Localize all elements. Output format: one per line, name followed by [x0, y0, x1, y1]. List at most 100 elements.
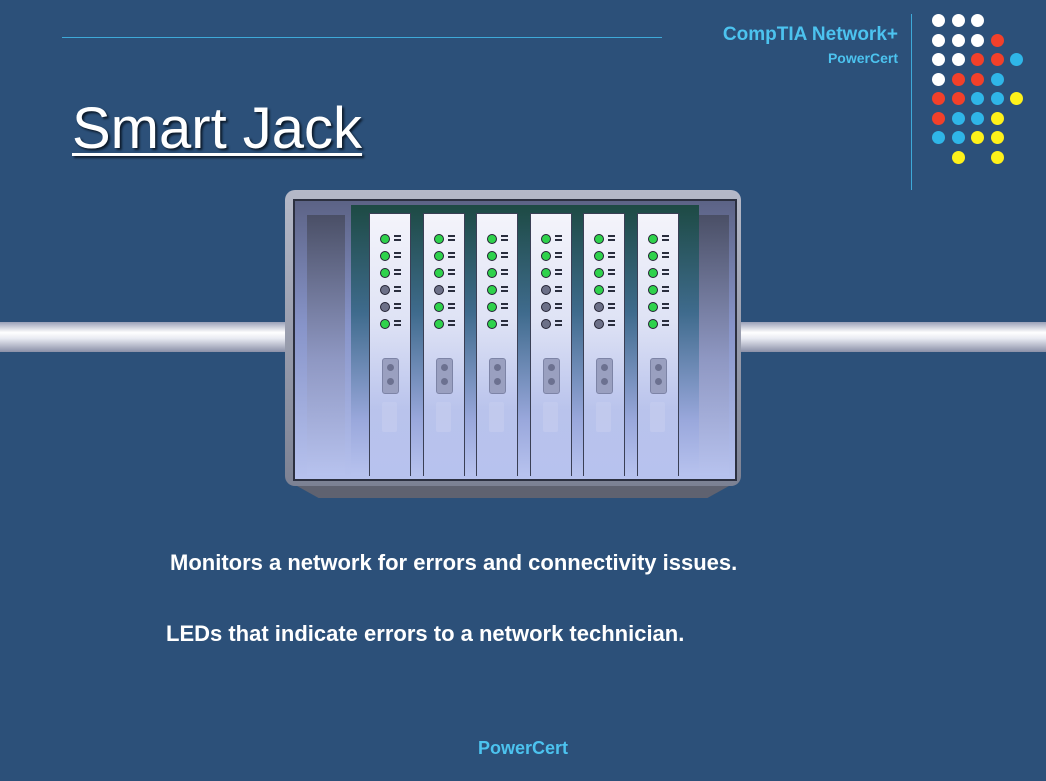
status-led-icon: [540, 285, 551, 295]
led-label-mark: [394, 320, 401, 326]
decorative-dot: [932, 14, 945, 27]
smart-jack-illustration: [285, 190, 741, 500]
vent-grill: [435, 402, 451, 432]
line-card: [476, 213, 518, 476]
led-label-mark: [447, 235, 455, 241]
network-port-icon: [489, 358, 506, 394]
network-port-icon: [649, 358, 667, 394]
status-led-icon: [540, 268, 551, 278]
line-card: [636, 213, 679, 476]
led-label-mark: [554, 286, 562, 292]
vent-grill: [489, 402, 504, 432]
network-cable-left: [0, 322, 290, 352]
status-led-icon: [433, 234, 444, 244]
led-label-mark: [447, 252, 455, 258]
status-led-icon: [647, 251, 658, 261]
led-label-mark: [554, 303, 562, 309]
decorative-dot: [990, 92, 1004, 105]
led-label-mark: [501, 286, 508, 292]
decorative-dot: [990, 111, 1004, 125]
bullet-text: Monitors a network for errors and connec…: [170, 550, 738, 575]
card-bay: [351, 205, 699, 476]
led-label-mark: [661, 303, 669, 309]
decorative-dot: [971, 92, 984, 105]
vent-grill: [542, 402, 558, 432]
status-led-icon: [380, 268, 390, 278]
network-port-icon: [435, 358, 453, 394]
led-label-mark: [661, 320, 669, 326]
status-led-icon: [433, 251, 444, 261]
status-led-icon: [433, 319, 444, 329]
decorative-dot: [971, 131, 984, 144]
status-led-icon: [540, 251, 551, 261]
decorative-dot: [990, 33, 1004, 47]
led-label-mark: [608, 269, 615, 275]
network-port-icon: [596, 358, 613, 394]
header-rule: [62, 37, 662, 38]
decorative-dot: [951, 53, 965, 66]
led-label-mark: [661, 286, 669, 292]
brand-subtitle: PowerCert: [827, 50, 898, 66]
status-led-icon: [487, 319, 497, 329]
vent-grill: [596, 402, 611, 432]
decorative-dot: [990, 53, 1004, 66]
decorative-dot: [990, 131, 1004, 144]
status-led-icon: [647, 234, 658, 244]
decorative-dot: [951, 33, 965, 47]
network-cable-right: [738, 322, 1046, 352]
status-led-icon: [487, 268, 497, 278]
decorative-dot: [932, 33, 945, 47]
decorative-dot: [1010, 53, 1023, 66]
led-label-mark: [447, 286, 455, 292]
decorative-dot: [971, 53, 984, 66]
led-label-mark: [608, 320, 615, 326]
led-label-mark: [608, 286, 615, 292]
decorative-dot: [971, 14, 984, 27]
decorative-dot: [951, 72, 965, 86]
footer-brand: PowerCert: [477, 738, 569, 758]
led-label-mark: [501, 269, 508, 275]
status-led-icon: [487, 234, 497, 244]
decorative-dot: [971, 72, 984, 86]
status-led-icon: [647, 302, 658, 312]
led-label-mark: [608, 235, 615, 241]
led-label-mark: [394, 303, 401, 309]
led-label-mark: [394, 286, 401, 292]
line-card: [529, 213, 572, 476]
status-led-icon: [647, 285, 658, 295]
led-label-mark: [554, 269, 562, 275]
decorative-dot: [951, 14, 965, 27]
decorative-dot: [971, 33, 984, 47]
led-label-mark: [661, 252, 669, 258]
decorative-dot: [990, 150, 1004, 164]
led-label-mark: [554, 320, 562, 326]
status-led-icon: [594, 268, 604, 278]
status-led-icon: [487, 285, 497, 295]
status-led-icon: [487, 251, 497, 261]
led-label-mark: [501, 252, 508, 258]
led-label-mark: [608, 303, 615, 309]
network-port-icon: [542, 358, 560, 394]
device-frame: [285, 190, 741, 486]
led-label-mark: [501, 320, 508, 326]
decorative-dot: [990, 72, 1004, 86]
led-label-mark: [554, 235, 562, 241]
decorative-dot: [951, 92, 965, 105]
status-led-icon: [647, 268, 658, 278]
status-led-icon: [380, 251, 390, 261]
status-led-icon: [594, 251, 604, 261]
decorative-dot: [1010, 92, 1023, 105]
decorative-dot: [932, 92, 945, 105]
vent-grill: [382, 402, 397, 432]
status-led-icon: [380, 302, 390, 312]
status-led-icon: [647, 319, 658, 329]
status-led-icon: [380, 319, 390, 329]
status-led-icon: [540, 319, 551, 329]
decorative-dot: [932, 53, 945, 66]
status-led-icon: [594, 285, 604, 295]
led-label-mark: [661, 269, 669, 275]
decorative-dot: [951, 111, 965, 125]
led-label-mark: [501, 303, 508, 309]
status-led-icon: [380, 234, 390, 244]
status-led-icon: [540, 302, 551, 312]
